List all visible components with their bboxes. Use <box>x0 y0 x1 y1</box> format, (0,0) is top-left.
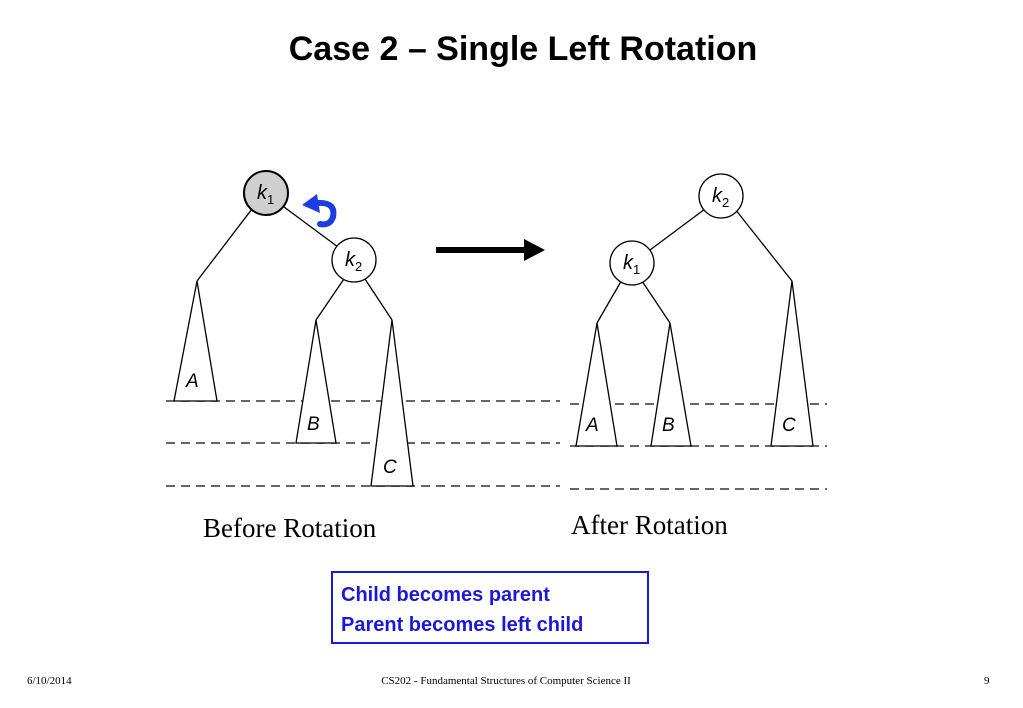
node-k2 <box>331 237 377 283</box>
subtree-a-triangle <box>575 322 618 447</box>
before-caption: Before Rotation <box>203 513 377 543</box>
node-k1-label: k1 <box>257 182 274 207</box>
subtree-c-triangle <box>370 319 414 487</box>
summary-line-2: Parent becomes left child <box>341 614 584 636</box>
subtree-b-triangle <box>650 322 692 447</box>
subtree-a-triangle <box>173 280 218 402</box>
node-k2-label: k2 <box>712 185 729 210</box>
footer-course: CS202 - Fundamental Structures of Comput… <box>381 675 631 687</box>
node-k1-label: k1 <box>623 252 640 277</box>
node-k1 <box>609 240 655 286</box>
subtree-a-label: A <box>585 415 599 436</box>
subtree-c-triangle <box>770 280 814 447</box>
subtree-a-label: A <box>185 371 199 392</box>
summary-line-1: Child becomes parent <box>341 584 550 606</box>
node-k2-label: k2 <box>345 249 362 274</box>
after-caption: After Rotation <box>571 510 728 540</box>
rotation-arrow-icon <box>302 194 337 228</box>
after-tree <box>575 173 814 447</box>
level-guides <box>166 400 827 490</box>
before-tree <box>173 170 414 487</box>
summary-box: Child becomes parent Parent becomes left… <box>331 571 649 644</box>
subtree-c-label: C <box>782 415 796 436</box>
footer-date: 6/10/2014 <box>27 675 72 687</box>
transition-arrow-icon <box>436 239 545 261</box>
slide-title: Case 2 – Single Left Rotation <box>288 30 758 68</box>
node-k1-highlighted <box>243 170 289 216</box>
subtree-b-triangle <box>295 319 337 444</box>
subtree-b-label: B <box>307 414 320 435</box>
subtree-b-label: B <box>662 415 675 436</box>
subtree-c-label: C <box>383 457 397 478</box>
node-k2 <box>698 173 744 219</box>
footer-page-number: 9 <box>984 675 990 687</box>
